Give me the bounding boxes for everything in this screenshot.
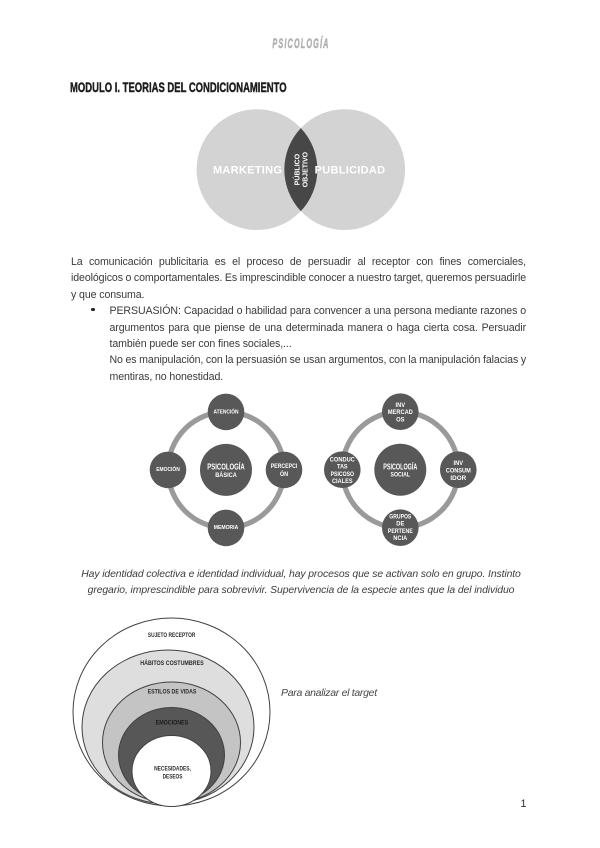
svg-text:PÚBLICO: PÚBLICO (292, 153, 301, 185)
svg-text:ESTILOS DE VIDAS: ESTILOS DE VIDAS (148, 689, 197, 696)
svg-text:IDOR: IDOR (450, 475, 466, 482)
svg-text:SUJETO RECEPTOR: SUJETO RECEPTOR (148, 632, 196, 639)
svg-text:DESEOS: DESEOS (163, 773, 183, 780)
svg-text:OBJETIVO: OBJETIVO (302, 151, 309, 187)
svg-text:ÓN: ÓN (280, 470, 289, 478)
svg-text:GRUPOS: GRUPOS (389, 514, 411, 521)
svg-text:DE: DE (396, 520, 404, 527)
svg-text:PUBLICIDAD: PUBLICIDAD (315, 164, 386, 176)
svg-text:PERCEPCI: PERCEPCI (271, 463, 298, 470)
svg-text:SOCIAL: SOCIAL (391, 472, 411, 479)
svg-text:NECESIDADES,: NECESIDADES, (154, 766, 191, 773)
svg-text:PSICOSO: PSICOSO (331, 471, 355, 478)
svg-text:MEMORIA: MEMORIA (214, 525, 239, 531)
svg-text:PSICOLOGÍA: PSICOLOGÍA (207, 462, 245, 472)
svg-text:NCIA: NCIA (393, 535, 407, 542)
svg-text:PSICOLOGÍA: PSICOLOGÍA (383, 462, 417, 471)
svg-text:INV: INV (396, 402, 406, 409)
svg-text:EMOCIONES: EMOCIONES (156, 720, 189, 727)
svg-text:TAS: TAS (337, 464, 348, 471)
svg-text:INV: INV (454, 460, 464, 467)
svg-text:CONSUM: CONSUM (446, 468, 471, 475)
svg-text:CONDUC: CONDUC (330, 457, 355, 464)
svg-text:EMOCIÓN: EMOCIÓN (156, 465, 180, 473)
svg-text:ATENCIÓN: ATENCIÓN (214, 408, 239, 416)
svg-text:PERTENE: PERTENE (388, 528, 413, 535)
svg-text:OS: OS (396, 416, 404, 423)
svg-text:BÁSICA: BÁSICA (215, 470, 237, 479)
svg-text:MERCAD: MERCAD (388, 409, 413, 416)
svg-text:CIALES: CIALES (332, 478, 353, 485)
svg-text:MARKETING: MARKETING (213, 164, 282, 176)
svg-text:HÁBITOS COSTUMBRES: HÁBITOS COSTUMBRES (140, 658, 204, 667)
